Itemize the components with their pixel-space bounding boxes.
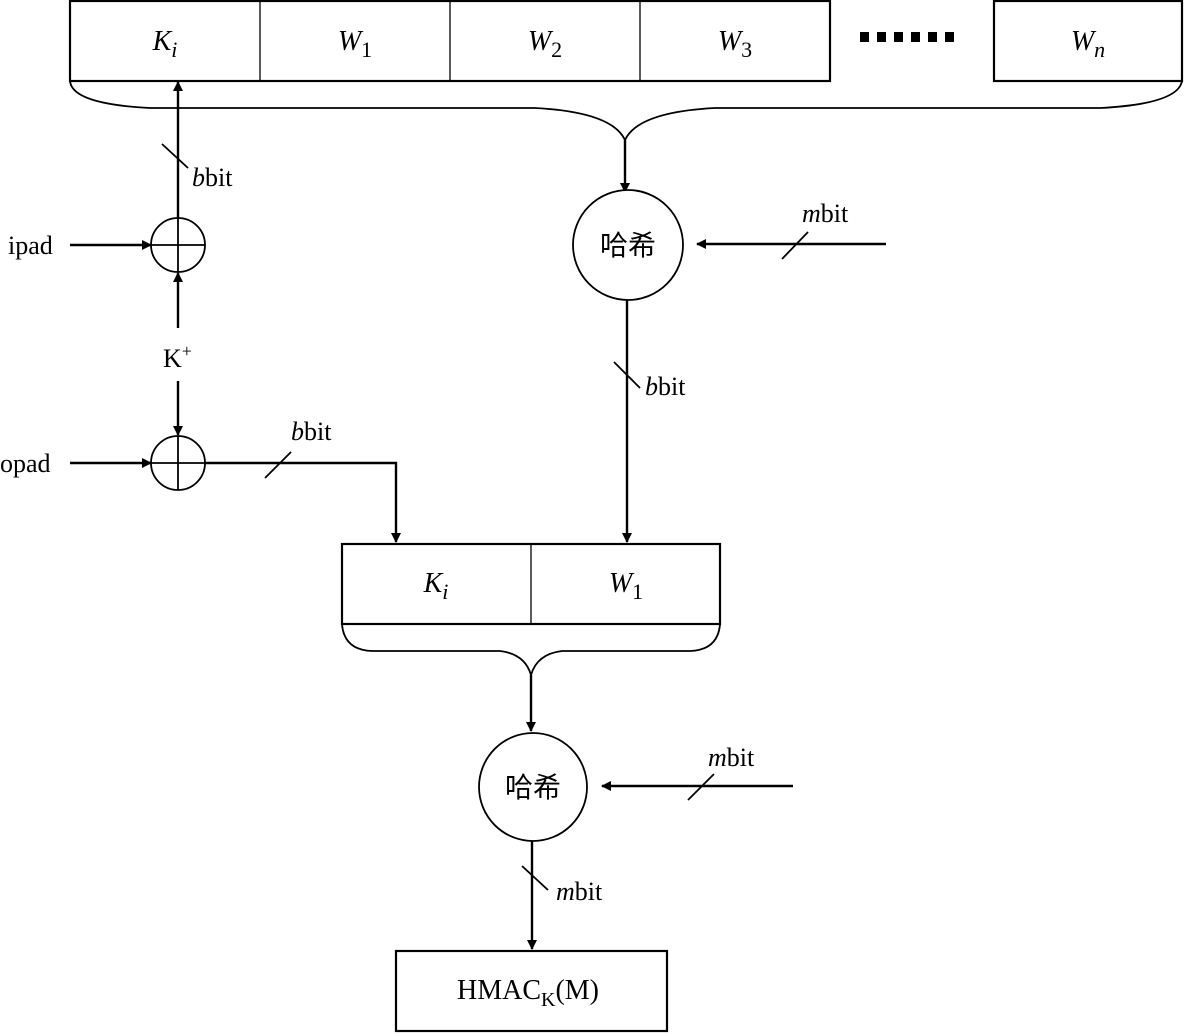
svg-text:哈希: 哈希: [600, 230, 656, 262]
svg-text:哈希: 哈希: [505, 772, 561, 804]
hash2-output-label: mbit: [556, 877, 603, 906]
mid-register: Ki W1: [340, 542, 722, 626]
opad-label: opad: [0, 449, 51, 478]
opad-xor-to-ki-arrow: [205, 461, 401, 543]
ellipsis-dots: [860, 32, 954, 42]
bus-slash-icon: [687, 773, 715, 801]
bus-slash-icon: [161, 143, 189, 169]
hash1-input-label: mbit: [802, 199, 849, 228]
top-cell-w2: W2: [528, 26, 562, 62]
top-cell-w3: W3: [718, 26, 752, 62]
bus-slash-icon: [521, 865, 549, 891]
ipad-out-label: bbit: [192, 163, 233, 192]
top-cell-w1: W1: [338, 26, 372, 62]
top-cell-ki: Ki: [152, 26, 178, 62]
ipad-label: ipad: [8, 231, 53, 260]
xor-opad: [150, 435, 206, 491]
hash-node-1: 哈希: [572, 189, 684, 301]
bus-slash-icon: [781, 231, 809, 260]
mid-cell-w1: W1: [609, 568, 643, 604]
top-cell-wn: Wn: [1071, 26, 1105, 62]
bus-slash-icon: [264, 451, 292, 479]
mid-cell-ki: Ki: [423, 568, 449, 604]
mid-brace: [341, 623, 721, 679]
hmac-output-label: HMACK(M): [457, 975, 599, 1011]
hash-node-2: 哈希: [478, 732, 588, 842]
hmac-output-box: HMACK(M): [394, 949, 669, 1033]
hash1-output-label: bbit: [645, 372, 686, 401]
opad-out-label: bbit: [291, 417, 332, 446]
xor-ipad: [150, 217, 206, 273]
bus-slash-icon: [613, 361, 641, 389]
hash2-input-label: mbit: [708, 743, 755, 772]
key-plus-label: K+: [163, 341, 192, 373]
top-brace: [69, 80, 1183, 143]
top-register: Ki W1 W2 W3 Wn: [68, 0, 1184, 83]
